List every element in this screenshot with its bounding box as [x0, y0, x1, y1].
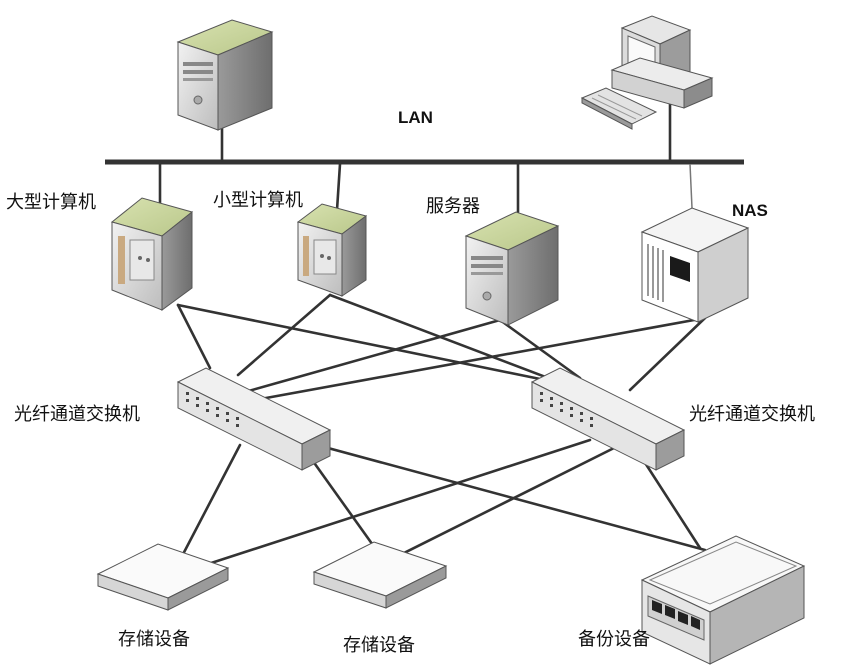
- connection-lines: [105, 102, 744, 572]
- lan-drop-nas: [689, 163, 693, 209]
- switch-right-label: 光纤通道交换机: [689, 404, 815, 425]
- nas-label: NAS: [732, 201, 768, 220]
- storage-device-icon: [96, 543, 230, 611]
- fibre-channel-switch-icon: [530, 367, 686, 471]
- desktop-computer-icon: [580, 15, 714, 130]
- storage-2-label: 存储设备: [343, 635, 415, 656]
- server-label: 服务器: [426, 196, 480, 217]
- nas-icon: [640, 207, 750, 323]
- fibre-channel-switch-icon: [176, 367, 332, 471]
- tower-server-icon: [176, 19, 274, 131]
- lan-drop-minicomputer: [335, 162, 342, 212]
- storage-1-label: 存储设备: [118, 629, 190, 650]
- backup-device-icon: [640, 535, 806, 665]
- minicomputer-label: 小型计算机: [213, 190, 303, 211]
- mainframe-icon: [110, 197, 194, 311]
- backup-label: 备份设备: [578, 629, 650, 650]
- mainframe-label: 大型计算机: [6, 192, 96, 213]
- storage-device-icon: [312, 541, 448, 609]
- lan-label: LAN: [398, 108, 433, 127]
- minicomputer-icon: [296, 203, 368, 297]
- labels: LAN 大型计算机 小型计算机 服务器 NAS 光纤通道交换机 光纤通道交换机 …: [6, 108, 815, 656]
- server-icon: [464, 211, 560, 326]
- switch-left-label: 光纤通道交换机: [14, 404, 140, 425]
